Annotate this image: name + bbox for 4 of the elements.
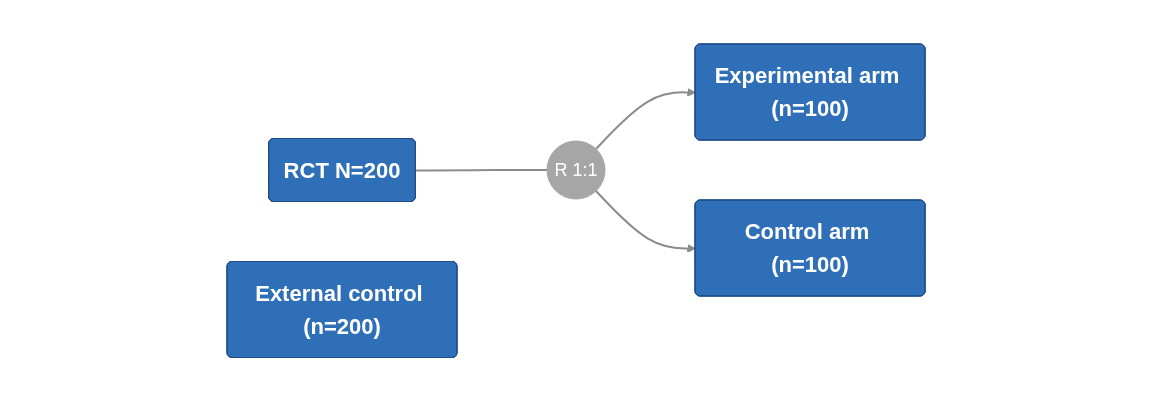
node-circle: R 1:1 <box>547 140 606 200</box>
arrow <box>595 87 697 150</box>
arrow <box>595 189 697 253</box>
connector <box>415 168 549 172</box>
